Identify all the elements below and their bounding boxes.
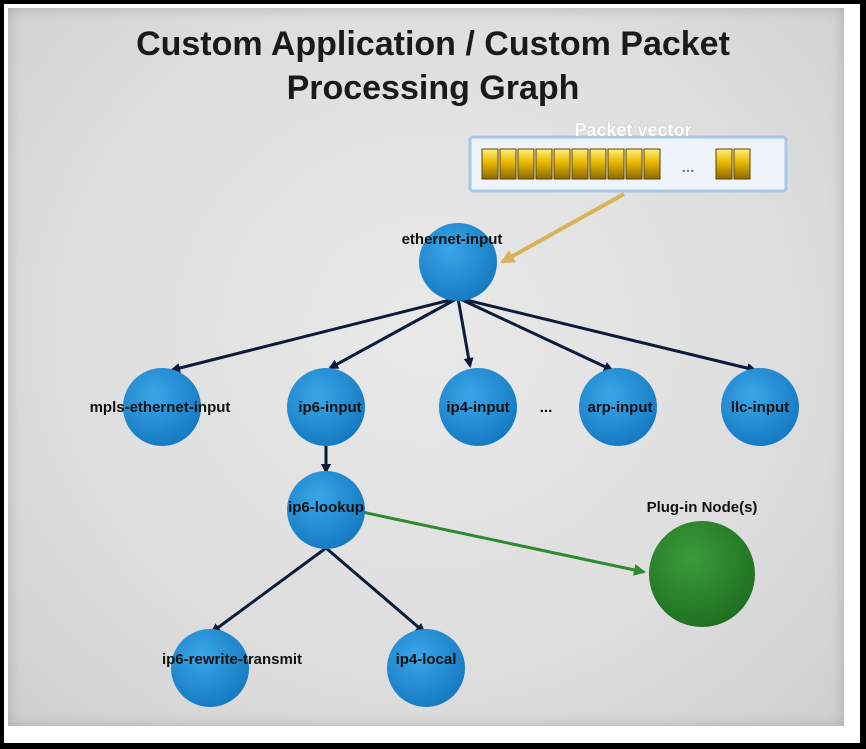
edge-vector-to-ethernet <box>500 192 625 264</box>
edge-lookup-to-local <box>325 546 426 634</box>
packet-cell <box>625 148 643 180</box>
node-llc-input <box>721 368 799 446</box>
packet-cell <box>715 148 733 180</box>
packet-cell <box>643 148 661 180</box>
label-ip6-lookup: ip6-lookup <box>288 499 364 516</box>
packet-cell <box>481 148 499 180</box>
label-llc-input: llc-input <box>731 399 789 416</box>
packet-vector: Packet vector ... <box>468 120 788 193</box>
edge-ethernet-to-llc <box>457 296 757 373</box>
packet-cell <box>733 148 751 180</box>
packet-cell <box>553 148 571 180</box>
node-ip6-lookup <box>287 471 365 549</box>
packet-cell <box>607 148 625 180</box>
node-plugin <box>649 521 755 627</box>
label-ip6-input: ip6-input <box>298 399 361 416</box>
label-plugin-nodes: Plug-in Node(s) <box>647 499 758 516</box>
edge-lookup-to-rewrite <box>210 546 327 634</box>
packet-cell <box>589 148 607 180</box>
node-ip4-local <box>387 629 465 707</box>
packet-cell <box>535 148 553 180</box>
node-ip6-input <box>287 368 365 446</box>
edge-ethernet-to-mpls <box>170 296 459 373</box>
packet-cells <box>481 148 751 180</box>
diagram-title-line-2: Processing Graph <box>286 69 580 107</box>
packet-vector-ellipsis: ... <box>682 159 695 176</box>
edge-ethernet-to-arp <box>457 296 614 372</box>
node-arp-input <box>579 368 657 446</box>
packet-cell <box>517 148 535 180</box>
label-ip4-input: ip4-input <box>446 399 509 416</box>
label-mpls-ethernet-input: mpls-ethernet-input <box>90 399 231 416</box>
diagram-title-line-1: Custom Application / Custom Packet <box>136 25 730 63</box>
label-ellipsis: ... <box>540 399 553 416</box>
packet-cell <box>571 148 589 180</box>
graph-nodes <box>123 223 799 707</box>
label-ip6-rewrite-transmit: ip6-rewrite-transmit <box>162 651 302 668</box>
graph-labels: ethernet-input mpls-ethernet-input ip6-i… <box>90 231 790 668</box>
label-arp-input: arp-input <box>588 399 653 416</box>
node-ip4-input <box>439 368 517 446</box>
node-ethernet-input <box>419 223 497 301</box>
label-ip4-local: ip4-local <box>396 651 457 668</box>
packet-cell <box>499 148 517 180</box>
packet-vector-label: Packet vector <box>574 120 691 140</box>
node-mpls-ethernet-input <box>123 368 201 446</box>
label-ethernet-input: ethernet-input <box>402 231 503 248</box>
edge-lookup-to-plugin <box>361 510 646 576</box>
graph-edges <box>170 192 757 634</box>
edge-ethernet-to-ip4 <box>456 297 474 368</box>
edge-ethernet-to-ip6 <box>328 296 459 370</box>
node-ip6-rewrite-transmit <box>171 629 249 707</box>
